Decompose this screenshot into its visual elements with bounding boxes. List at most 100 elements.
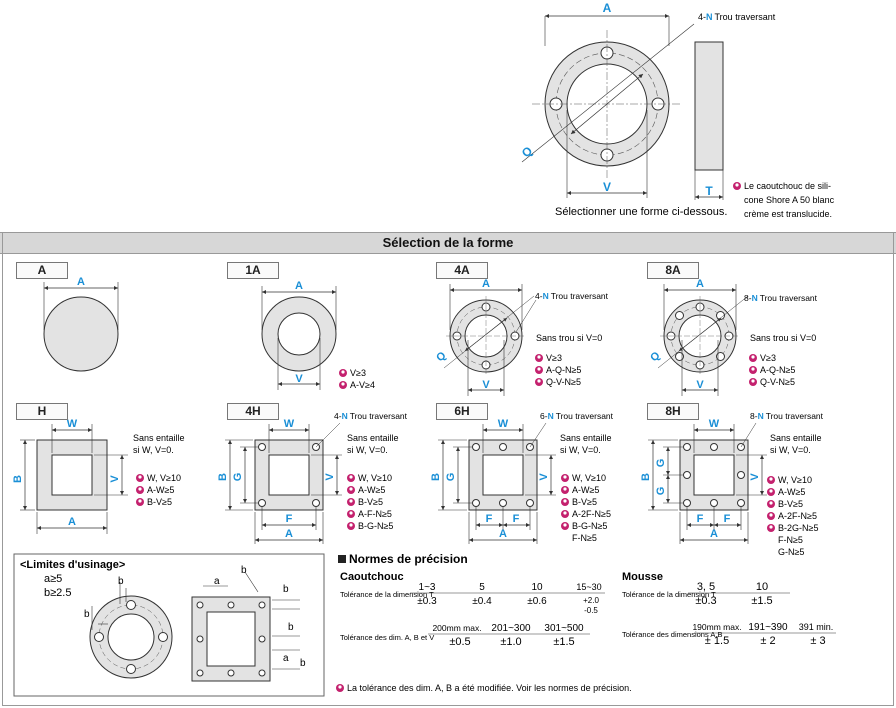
shape-tag-a[interactable]: A (16, 262, 68, 279)
4h-no-notch-1: Sans entaille (347, 433, 399, 443)
4h-dim-a: A (285, 528, 293, 540)
4h-marker-icon-3 (347, 498, 355, 506)
6h-no-notch-2: si W, V=0. (560, 445, 601, 455)
section-title: Sélection de la forme (0, 232, 896, 254)
limits-ring-b-left: b (84, 609, 90, 620)
4a-marker-icon-2 (535, 366, 543, 374)
6h-dim-f-left: F (486, 513, 493, 525)
limits-rule-b: b≥2.5 (44, 587, 71, 599)
8h-dim-f-left: F (697, 513, 704, 525)
limits-ring-b-top: b (118, 576, 124, 587)
4a-dim-a: A (482, 278, 490, 290)
8h-note-1: W, V≥10 (778, 475, 812, 485)
8h-extra-1: F-N≥5 (778, 535, 803, 545)
foam-dims-range-1: 190mm max. (692, 622, 741, 632)
top-dim-a: A (603, 1, 612, 15)
4a-note-1: V≥3 (546, 353, 562, 363)
1a-note-1: V≥3 (350, 368, 366, 378)
8h-dim-b: B (640, 473, 652, 481)
8a-dim-a: A (696, 278, 704, 290)
4a-dim-v: V (482, 379, 490, 391)
1a-dim-a: A (295, 280, 303, 292)
foam-t-range-2: 10 (756, 581, 768, 593)
foam-dims-range-2: 191~390 (748, 622, 788, 633)
material-marker-icon (733, 182, 741, 190)
8a-no-hole: Sans trou si V=0 (750, 333, 816, 343)
shape-8h-drawing (648, 422, 767, 544)
limits-rule-a: a≥5 (44, 573, 62, 585)
shape-tag-h[interactable]: H (16, 403, 68, 420)
rubber-t-tol-4-plus: +2.0 (583, 596, 599, 605)
top-dim-q: Q (519, 144, 535, 161)
6h-marker-icon-2 (561, 486, 569, 494)
material-note-1: Le caoutchouc de sili- (744, 181, 831, 191)
4h-note-5: B-G-N≥5 (358, 521, 393, 531)
8h-note-2: A-W≥5 (778, 487, 805, 497)
top-dim-t: T (705, 184, 713, 198)
rubber-t-range-4: 15~30 (576, 582, 601, 592)
h-note-2: A-W≥5 (147, 485, 174, 495)
8a-note-1: V≥3 (760, 353, 776, 363)
limits-title: <Limites d'usinage> (20, 559, 125, 571)
8h-dim-g-top: G (655, 459, 667, 468)
rubber-t-tol-2: ±0.4 (472, 596, 492, 607)
h-marker-icon-2 (136, 486, 144, 494)
limits-sq-a-right: a (283, 653, 289, 664)
8a-marker-icon-3 (749, 378, 757, 386)
rubber-label: Caoutchouc (340, 571, 404, 583)
4a-note-3: Q-V-N≥5 (546, 377, 581, 387)
h-no-notch-2: si W, V=0. (133, 445, 174, 455)
shape-tag-4h[interactable]: 4H (227, 403, 279, 420)
6h-dim-f-right: F (513, 513, 520, 525)
8h-dim-w: W (709, 418, 720, 430)
h-note-1: W, V≥10 (147, 473, 181, 483)
4h-dim-w: W (284, 418, 295, 430)
footer-note: La tolérance des dim. A, B a été modifié… (347, 683, 632, 693)
4h-note-4: A-F-N≥5 (358, 509, 392, 519)
limits-ring-drawing (89, 582, 173, 679)
rubber-t-label: Tolérance de la dimension T (340, 590, 434, 599)
4h-marker-icon-4 (347, 510, 355, 518)
shape-1a-drawing (261, 286, 337, 390)
limits-sq-b-top: b (241, 565, 247, 576)
8h-dim-a: A (710, 528, 718, 540)
shape-tag-6h[interactable]: 6H (436, 403, 488, 420)
8h-no-notch-2: si W, V=0. (770, 445, 811, 455)
foam-dims-range-3: 391 min. (799, 622, 834, 632)
4a-marker-icon-1 (535, 354, 543, 362)
rubber-dims-tol-1: ±0.5 (449, 636, 470, 648)
6h-marker-icon-5 (561, 522, 569, 530)
8h-marker-icon-3 (767, 500, 775, 508)
rubber-dims-label: Tolérance des dim. A, B et V (340, 633, 434, 642)
6h-marker-icon-3 (561, 498, 569, 506)
8a-note-3: Q-V-N≥5 (760, 377, 795, 387)
8a-note-2: A-Q-N≥5 (760, 365, 795, 375)
shape-tag-1a[interactable]: 1A (227, 262, 279, 279)
h-dim-v: V (109, 475, 121, 483)
4a-marker-icon-3 (535, 378, 543, 386)
4h-note-3: B-V≥5 (358, 497, 383, 507)
6h-extra: F-N≥5 (572, 533, 597, 543)
foam-t-range-1: 3, 5 (697, 581, 715, 593)
foam-t-tol-2: ±1.5 (751, 595, 772, 607)
rubber-dims-range-3: 301~500 (544, 623, 584, 634)
top-dim-v: V (603, 180, 611, 194)
foam-dims-label: Tolérance des dimensions A,B (622, 630, 722, 639)
shape-tag-4a[interactable]: 4A (436, 262, 488, 279)
8h-marker-icon-1 (767, 476, 775, 484)
4h-no-notch-2: si W, V=0. (347, 445, 388, 455)
4h-note-2: A-W≥5 (358, 485, 385, 495)
6h-note-1: W, V≥10 (572, 473, 606, 483)
rubber-dims-range-1: 200mm max. (432, 623, 481, 633)
4h-dim-v: V (324, 473, 336, 481)
4a-dim-q: Q (434, 349, 449, 364)
shape-6h-drawing (438, 422, 556, 544)
h-marker-icon-3 (136, 498, 144, 506)
shape-tag-8a[interactable]: 8A (647, 262, 699, 279)
shape-tag-8h[interactable]: 8H (647, 403, 699, 420)
shape-4h-drawing (225, 422, 342, 544)
4h-marker-icon-2 (347, 486, 355, 494)
material-note-2: cone Shore A 50 blanc (744, 195, 835, 205)
6h-note-4: A-2F-N≥5 (572, 509, 611, 519)
